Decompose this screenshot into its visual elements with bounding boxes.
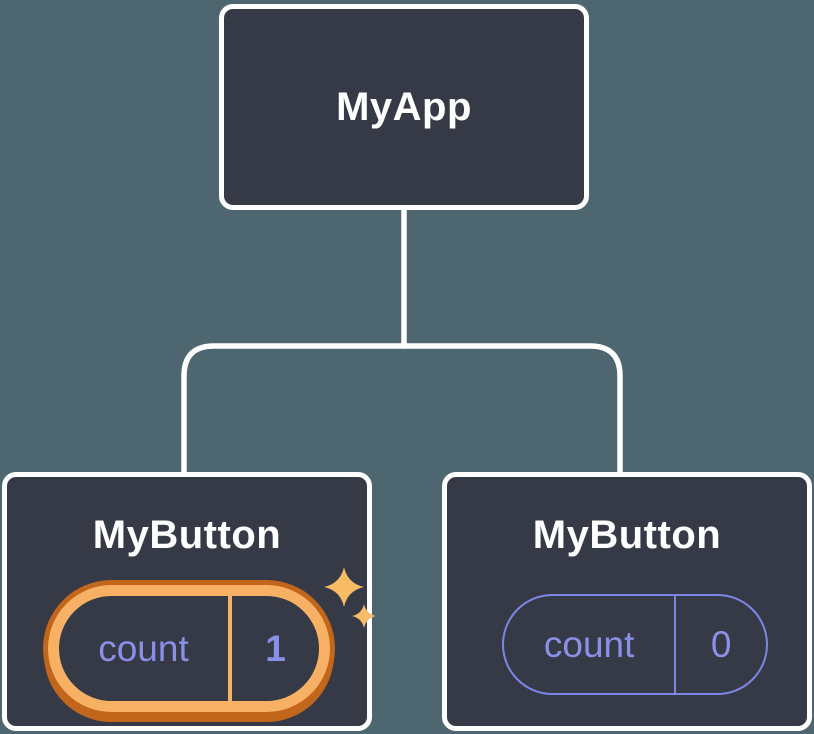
- node-mybutton-right: MyButton count 0: [442, 472, 812, 731]
- connector-bracket: [181, 343, 623, 476]
- state-key-label: count: [504, 596, 677, 693]
- node-mybutton-left-title: MyButton: [92, 513, 282, 557]
- node-mybutton-left: MyButton count 1: [2, 472, 376, 731]
- state-value: 1: [265, 627, 286, 669]
- state-value: 0: [710, 623, 732, 665]
- state-badge: count 0: [502, 594, 768, 695]
- sparkles-icon: [324, 567, 376, 628]
- state-key-label: count: [59, 596, 232, 701]
- node-myapp: MyApp: [219, 4, 589, 210]
- node-myapp-title: MyApp: [336, 84, 472, 129]
- sparkle-large: [324, 567, 364, 607]
- sparkle-small: [352, 604, 376, 628]
- state-badge-highlighted: count 1: [48, 585, 330, 712]
- node-mybutton-right-title: MyButton: [532, 513, 722, 557]
